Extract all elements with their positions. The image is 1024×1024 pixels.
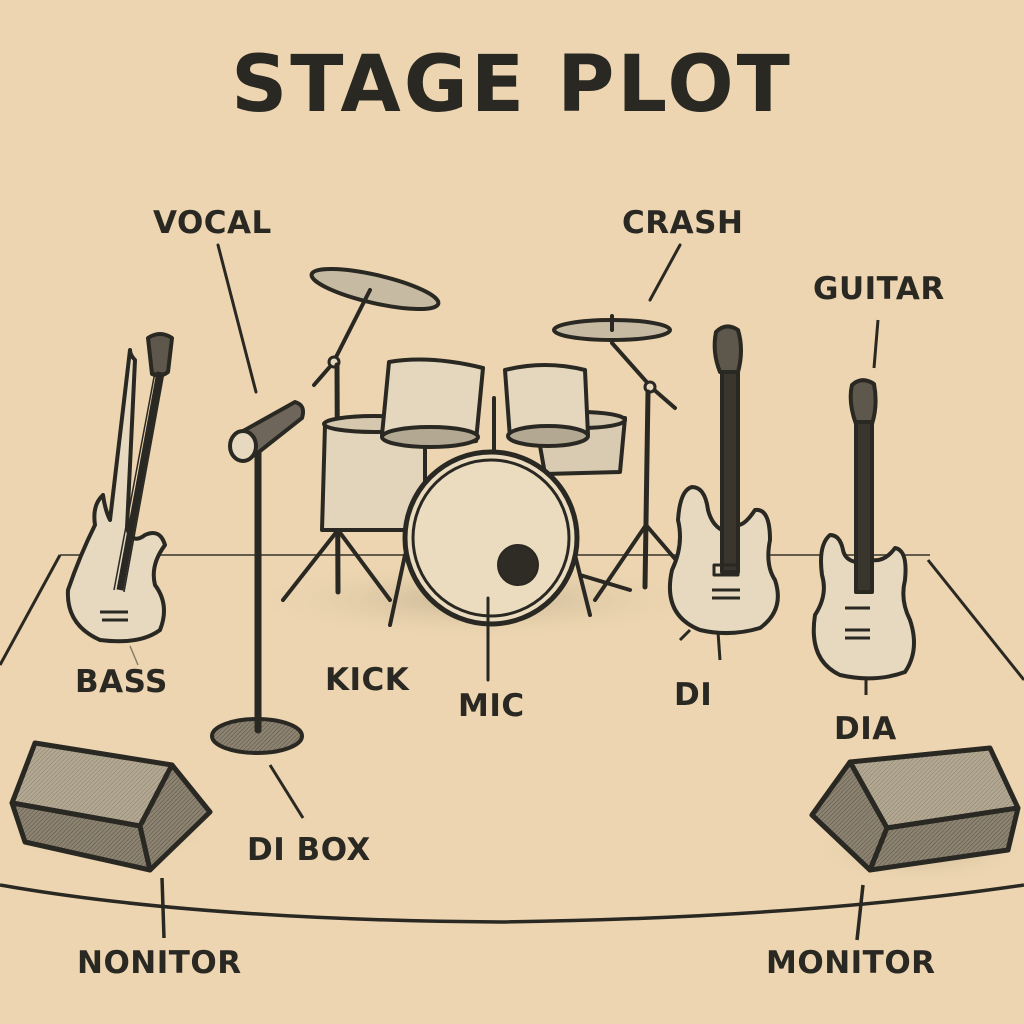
label-dia: DIA (834, 711, 897, 747)
wedge-monitor-icon (9, 740, 213, 939)
mic-stand-icon (210, 243, 306, 755)
label-di-box: DI BOX (247, 832, 371, 868)
di-box-leader (268, 764, 305, 819)
page-title: STAGE PLOT (231, 40, 793, 130)
label-di: DI (674, 677, 713, 713)
label-monitor-left: NONITOR (77, 945, 242, 981)
label-mic: MIC (458, 688, 525, 724)
label-bass: BASS (75, 664, 168, 700)
label-guitar: GUITAR (813, 271, 945, 307)
drum-kit-icon (281, 243, 682, 682)
label-kick: KICK (325, 662, 410, 698)
bass-guitar-icon (65, 332, 174, 666)
label-vocal: VOCAL (153, 205, 272, 241)
electric-guitar-icon (667, 324, 780, 661)
electric-guitar-icon (811, 319, 916, 695)
label-crash: CRASH (622, 205, 744, 241)
wedge-monitor-icon (809, 745, 1021, 941)
label-monitor-right: MONITOR (766, 945, 936, 981)
